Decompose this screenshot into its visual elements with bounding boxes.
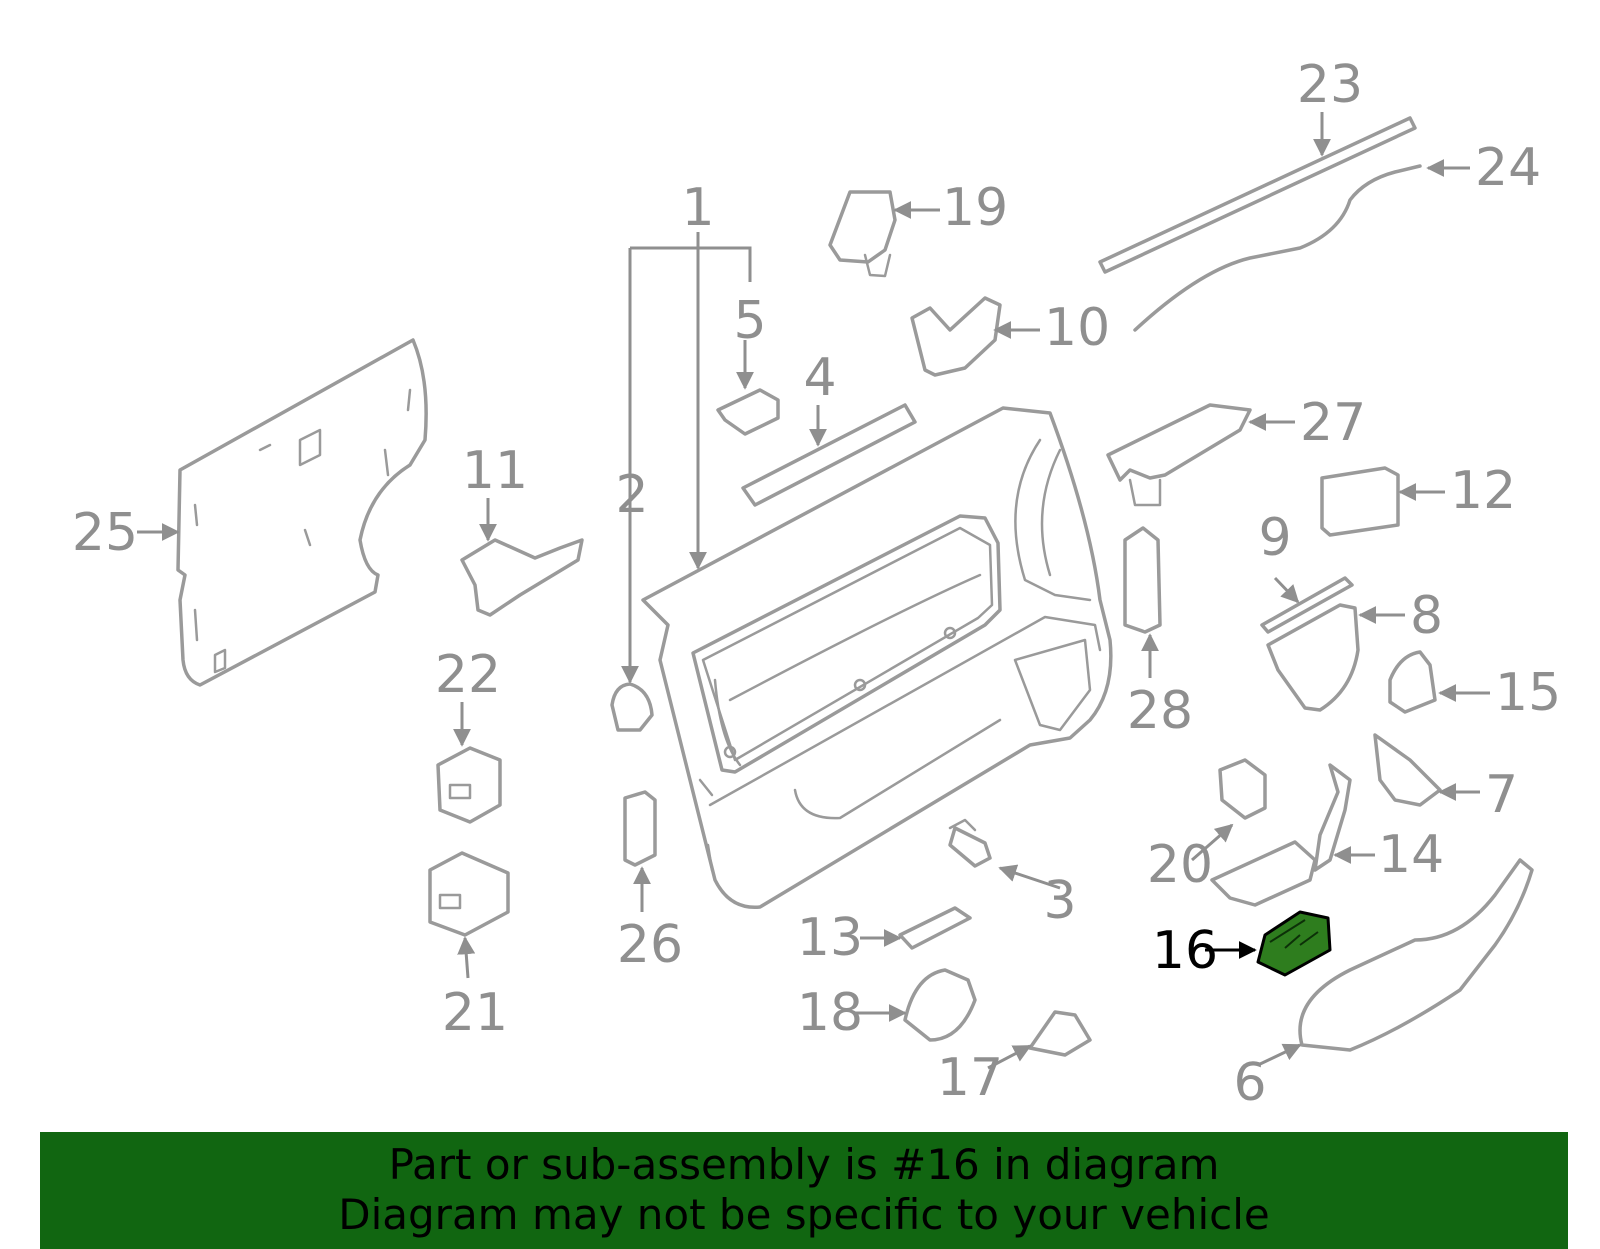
part-25-panel-insulator — [176, 338, 428, 687]
label-17: 17 — [937, 1048, 1003, 1108]
part-6-armrest — [1298, 858, 1534, 1052]
label-20: 20 — [1147, 835, 1213, 895]
callout-labels: 1 5 4 2 19 10 11 23 24 27 12 9 8 15 28 7… — [72, 55, 1561, 1113]
label-25: 25 — [72, 503, 138, 563]
part-18-bezel — [903, 968, 977, 1042]
part-12-cover — [1320, 466, 1400, 537]
label-11: 11 — [462, 441, 528, 501]
part-21-switch — [428, 851, 510, 937]
label-24: 24 — [1475, 138, 1541, 198]
label-2: 2 — [615, 465, 648, 525]
label-4: 4 — [803, 348, 836, 408]
label-18: 18 — [797, 983, 863, 1043]
part-7-trim — [1373, 733, 1442, 807]
part-9-strip — [1260, 576, 1354, 634]
part-24-weatherstrip — [1133, 164, 1422, 332]
label-23: 23 — [1297, 55, 1363, 115]
label-5: 5 — [733, 291, 766, 351]
label-19: 19 — [942, 178, 1008, 238]
part-1-door-trim-panel — [641, 406, 1113, 909]
part-26-cover — [623, 790, 657, 867]
label-26: 26 — [617, 915, 683, 975]
leader-lines — [137, 112, 1490, 1070]
part-16-highlighted — [1256, 910, 1332, 977]
part-15-switch — [1388, 650, 1437, 714]
part-4-trim-strip — [741, 403, 917, 507]
label-14: 14 — [1378, 825, 1444, 885]
label-13: 13 — [797, 908, 863, 968]
label-1: 1 — [681, 178, 714, 238]
label-15: 15 — [1495, 663, 1561, 723]
label-21: 21 — [442, 983, 508, 1043]
part-20-switch — [1218, 758, 1267, 820]
part-23-belt-molding — [1098, 116, 1417, 274]
part-27-handle — [1106, 403, 1252, 507]
part-22-switch — [436, 746, 502, 824]
label-12: 12 — [1450, 461, 1516, 521]
banner-line-2: Diagram may not be specific to your vehi… — [338, 1190, 1270, 1239]
part-11-bracket — [460, 538, 584, 617]
label-8: 8 — [1410, 586, 1443, 646]
info-banner: Part or sub-assembly is #16 in diagram D… — [40, 1132, 1568, 1249]
part-10-bracket — [910, 296, 1002, 377]
label-3: 3 — [1043, 871, 1076, 931]
label-9: 9 — [1258, 508, 1291, 568]
part-14-switch-panel — [1210, 763, 1352, 907]
part-3-screw — [948, 818, 992, 868]
label-10: 10 — [1044, 298, 1110, 358]
label-16: 16 — [1152, 921, 1218, 981]
label-7: 7 — [1485, 765, 1518, 825]
part-19-switch — [828, 190, 897, 278]
part-13-pad — [898, 906, 972, 950]
label-22: 22 — [435, 645, 501, 705]
part-28-stud — [1123, 526, 1162, 634]
banner-line-1: Part or sub-assembly is #16 in diagram — [388, 1140, 1220, 1189]
part-2-clip — [610, 682, 654, 732]
label-27: 27 — [1300, 393, 1366, 453]
label-28: 28 — [1127, 681, 1193, 741]
part-17-clip — [1028, 1010, 1092, 1057]
label-6: 6 — [1233, 1053, 1266, 1113]
part-5-bracket — [716, 388, 780, 436]
part-8-bezel — [1266, 603, 1360, 712]
